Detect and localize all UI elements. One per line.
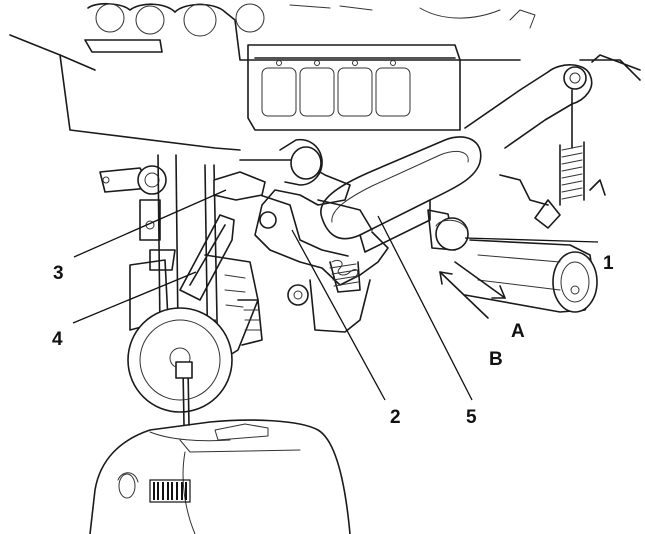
small-spring (331, 259, 359, 279)
paddle-part-5 (320, 136, 482, 253)
callout-label-B: B (489, 349, 503, 370)
bottom-housing (89, 419, 351, 534)
bracket-part-2 (239, 138, 389, 333)
callout-leaders (72, 189, 599, 401)
upper-housing (9, 2, 536, 151)
callout-label-3: 3 (53, 263, 64, 284)
knob-part-1 (427, 209, 469, 251)
callout-label-2: 2 (390, 407, 401, 428)
disc-wheel (127, 307, 233, 426)
cylinder-unit (464, 239, 598, 313)
vent-block (247, 44, 461, 131)
callout-label-5: 5 (466, 407, 477, 428)
callout-label-4: 4 (52, 329, 63, 350)
left-roller (99, 165, 167, 195)
lever-and-spring (464, 54, 641, 229)
direction-arrows (439, 261, 506, 319)
callout-label-1: 1 (603, 253, 614, 274)
callout-label-A: A (511, 321, 525, 342)
